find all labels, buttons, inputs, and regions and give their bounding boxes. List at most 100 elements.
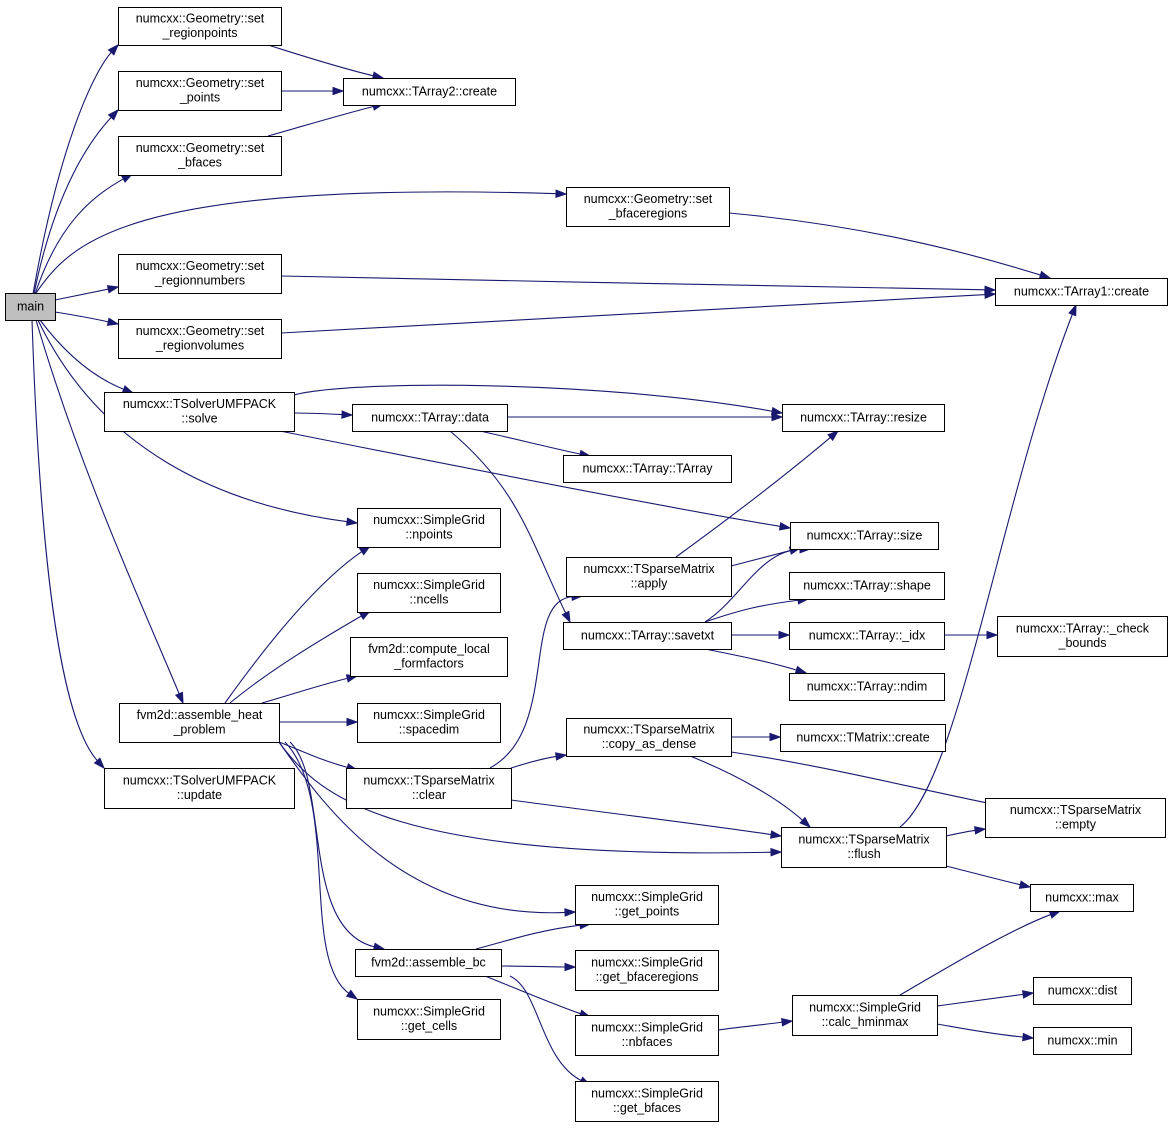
node-label-line: numcxx::Geometry::set [136,259,265,273]
node-box [119,703,280,743]
edge-arrowhead [332,86,345,96]
edge-main-to-set_regionpoints [32,43,119,295]
node-get-bfaceregions[interactable]: numcxx::SimpleGrid::get_bfaceregions [575,950,719,991]
node-savetxt[interactable]: numcxx::TArray::savetxt [563,622,732,650]
edge-arrowhead [341,410,354,419]
edge-line [267,44,375,77]
node-get-points[interactable]: numcxx::SimpleGrid::get_points [575,885,719,925]
node-tarray1-create[interactable]: numcxx::TArray1::create [995,278,1168,306]
node-box [575,1015,719,1056]
node-tarray-data[interactable]: numcxx::TArray::data [352,404,508,432]
node-check-bounds[interactable]: numcxx::TArray::_check_bounds [997,616,1168,657]
node-assemble-bc[interactable]: fvm2d::assemble_bc [355,949,502,977]
edge-set_regionnumbers-to-tarray1_create [280,275,997,295]
node-label-line: numcxx::min [1047,1033,1117,1047]
node-label-line: numcxx::SimpleGrid [591,956,703,970]
node-box [104,392,295,432]
edge-arrowhead [1068,303,1077,317]
edge-arrowhead [778,522,792,531]
edge-clear-to-flush [510,799,783,839]
node-box [792,995,938,1036]
node-set-regionvolumes[interactable]: numcxx::Geometry::set_regionvolumes [118,319,282,359]
edge-assemble_heat-to-get_cells [284,741,359,1000]
node-tmatrix-create[interactable]: numcxx::TMatrix::create [780,724,946,752]
edge-arrowhead [770,406,784,416]
edge-arrowhead [771,412,784,422]
node-npoints[interactable]: numcxx::SimpleGrid::npoints [357,508,501,548]
edge-line [39,319,125,391]
node-label-line: numcxx::TArray::_idx [809,628,926,642]
edge-line [280,294,987,334]
node-set-bfaces[interactable]: numcxx::Geometry::set_bfaces [118,136,282,176]
node-flush[interactable]: numcxx::TSparseMatrix::flush [781,827,947,868]
node-label-line: numcxx::SimpleGrid [373,578,485,592]
node-tarray-size[interactable]: numcxx::TArray::size [790,522,939,550]
edge-assemble_bc-to-get_points [475,920,592,950]
node-clear[interactable]: numcxx::TSparseMatrix::clear [346,768,512,809]
node-box [357,703,501,743]
node-dist[interactable]: numcxx::dist [1033,977,1132,1005]
edge-line [284,741,350,995]
node-label-line: _problem [172,723,225,737]
edge-arrowhead [769,732,782,742]
node-calc-hminmax[interactable]: numcxx::SimpleGrid::calc_hminmax [792,995,938,1036]
edge-arrowhead [986,630,999,640]
edge-copy_as_dense-to-flush [689,755,812,828]
edge-arrowhead [984,290,997,299]
node-set-points[interactable]: numcxx::Geometry::set_points [118,71,282,111]
edge-nbfaces-to-calc_hminmax [717,1018,794,1031]
node-solve[interactable]: numcxx::TSolverUMFPACK::solve [104,392,295,432]
edge-main-to-assemble_heat [35,319,184,705]
node-label-line: numcxx::Geometry::set [136,76,265,90]
edge-main-to-npoints [37,319,359,526]
edge-arrowhead [107,43,119,56]
edge-solve-to-tarray_resize [293,384,784,416]
node-box [780,724,946,752]
node-update[interactable]: numcxx::TSolverUMFPACK::update [104,768,295,809]
node-label-line: ::solve [181,412,217,426]
edge-set_regionpoints-to-tarray2_create [267,44,385,80]
node-assemble-heat[interactable]: fvm2d::assemble_heat_problem [119,703,280,743]
node-nbfaces[interactable]: numcxx::SimpleGrid::nbfaces [575,1015,719,1056]
node-idx[interactable]: numcxx::TArray::_idx [789,622,945,650]
node-set-regionpoints[interactable]: numcxx::Geometry::set_regionpoints [118,7,282,46]
edge-clear-to-copy_as_dense [510,752,568,769]
node-tarray2-create[interactable]: numcxx::TArray2::create [343,78,516,106]
node-label-line: _bounds [1058,636,1107,650]
node-label-line: numcxx::SimpleGrid [591,1087,703,1101]
node-get-cells[interactable]: numcxx::SimpleGrid::get_cells [357,999,501,1040]
node-box [789,622,945,650]
node-box [118,136,282,176]
edge-main-to-set_regionnumbers [54,285,120,301]
edge-line [936,1023,1025,1038]
node-shape[interactable]: numcxx::TArray::shape [789,572,945,600]
node-label-line: _points [179,91,220,105]
node-set-regionnumbers[interactable]: numcxx::Geometry::set_regionnumbers [118,254,282,294]
node-ndim[interactable]: numcxx::TArray::ndim [789,673,945,701]
node-compute-local[interactable]: fvm2d::compute_local_formfactors [350,637,508,677]
node-tarray-resize[interactable]: numcxx::TArray::resize [782,404,945,432]
node-empty[interactable]: numcxx::TSparseMatrix::empty [985,798,1166,838]
node-label-line: numcxx::Geometry::set [136,141,265,155]
edge-line [34,177,125,295]
node-set-bfaceregions[interactable]: numcxx::Geometry::set_bfaceregions [566,187,730,227]
node-label-line: ::update [177,788,222,802]
edge-copy_as_dense-to-tmatrix_create [731,732,782,742]
edge-line [489,596,574,769]
node-get-bfaces[interactable]: numcxx::SimpleGrid::get_bfaces [575,1081,719,1122]
node-box [118,7,282,46]
edge-set_points-to-tarray2_create [281,86,345,96]
edge-line [33,116,113,295]
node-ncells[interactable]: numcxx::SimpleGrid::ncells [357,573,501,613]
edge-arrowhead [106,317,120,326]
node-min[interactable]: numcxx::min [1033,1027,1132,1055]
node-copy-as-dense[interactable]: numcxx::TSparseMatrix::copy_as_dense [566,718,732,757]
node-box [997,616,1168,657]
edge-assemble_heat-to-get_points [278,741,577,917]
node-main[interactable]: main [5,293,56,321]
node-max[interactable]: numcxx::max [1030,884,1134,912]
node-spacedim[interactable]: numcxx::SimpleGrid::spacedim [357,703,501,743]
node-apply[interactable]: numcxx::TSparseMatrix::apply [566,557,732,597]
node-tarray-tarray[interactable]: numcxx::TArray::TArray [563,455,732,483]
node-box [357,999,501,1040]
